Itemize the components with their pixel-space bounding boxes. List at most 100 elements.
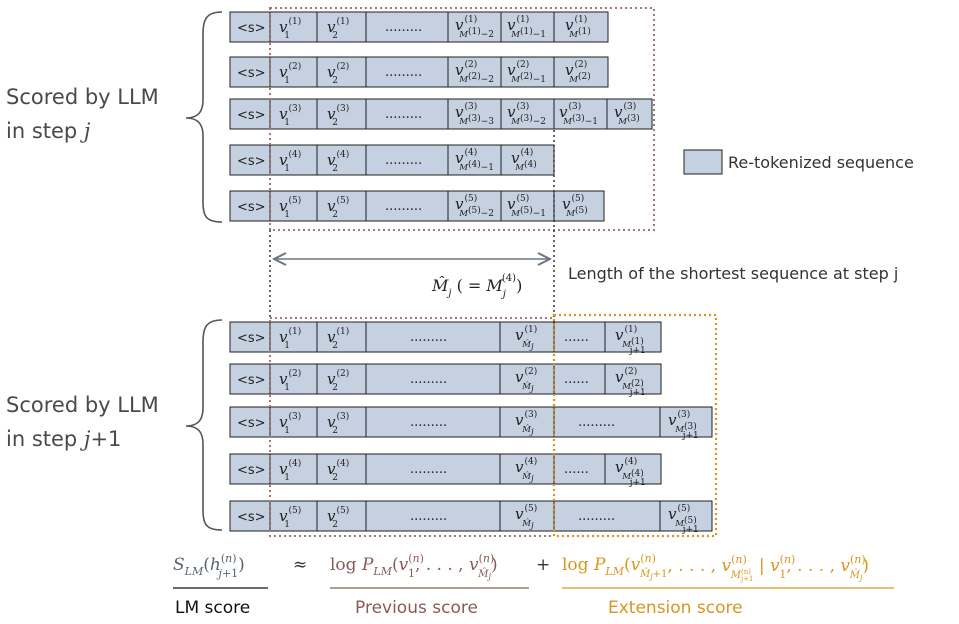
svg-text:v(3)1: v(3)1 <box>279 103 301 128</box>
svg-text:v(2)1: v(2)1 <box>279 368 301 393</box>
extension-score-label: Extension score <box>608 598 743 618</box>
svg-text:v(1)M(1): v(1)M(1) <box>565 14 591 40</box>
svg-text:<s>: <s> <box>237 373 266 388</box>
svg-text:v(2)2: v(2)2 <box>327 368 349 393</box>
svg-text:<s>: <s> <box>237 66 266 81</box>
svg-text:v(2)2: v(2)2 <box>327 61 349 86</box>
svg-text:.........: ......... <box>578 509 615 524</box>
svg-text:v(3)2: v(3)2 <box>327 411 349 436</box>
svg-text:v(1)1: v(1)1 <box>279 16 301 41</box>
svg-text:v(5)1: v(5)1 <box>279 195 301 220</box>
group-label-top-line1: Scored by LLM <box>6 85 159 109</box>
svg-text:......: ...... <box>564 372 589 387</box>
svg-text:.........: ......... <box>410 415 447 430</box>
svg-text:v(1)M̂j: v(1)M̂j <box>515 324 537 352</box>
svg-text:v(3)M̂j: v(3)M̂j <box>515 409 537 437</box>
previous-region-top <box>269 7 655 231</box>
sequence-row: <s> v(4)1 v(4)2 ......... v(4)M̂j ......… <box>229 453 662 488</box>
sequence-row: <s> v(5)1 v(5)2 ......... v(5)M̂j ......… <box>229 500 713 535</box>
svg-text:v(3)2: v(3)2 <box>327 103 349 128</box>
group-label-bottom-line2: in step j+1 <box>6 427 121 451</box>
svg-text:v(5)2: v(5)2 <box>327 505 349 530</box>
previous-score-label: Previous score <box>355 598 478 618</box>
svg-text:v(4)M(4)j+1: v(4)M(4)j+1 <box>615 456 646 488</box>
svg-text:v(1)2: v(1)2 <box>327 16 349 41</box>
sequence-row: <s> v(3)1 v(3)2 ......... v(3)M̂j ......… <box>229 406 713 441</box>
svg-text:v(3)M(3)−3: v(3)M(3)−3 <box>455 101 494 127</box>
plus-sign: + <box>536 555 550 575</box>
svg-text:v(4)2: v(4)2 <box>327 149 349 174</box>
svg-text:v(5)2: v(5)2 <box>327 195 349 220</box>
sequence-row: <s> v(3)1 v(3)2 ......... v(3)M(3)−3 v(3… <box>229 98 653 130</box>
svg-text:v(3)M(3)j+1: v(3)M(3)j+1 <box>668 409 699 441</box>
previous-score-math: log PLM(v(n)1, . . . , v(n)M̂j) <box>330 552 498 581</box>
svg-text:<s>: <s> <box>237 108 266 123</box>
sequence-row: <s> v(5)1 v(5)2 ......... v(5)M(5)−2 v(5… <box>229 190 605 222</box>
svg-text:v(4)M(4)−1: v(4)M(4)−1 <box>455 147 494 173</box>
svg-text:v(4)M̂j: v(4)M̂j <box>515 456 537 484</box>
svg-text:v(2)M(2): v(2)M(2) <box>565 59 591 85</box>
svg-text:......: ...... <box>564 330 589 345</box>
svg-text:v(4)M(4): v(4)M(4) <box>511 147 537 173</box>
svg-text:<s>: <s> <box>237 510 266 525</box>
sequence-row: <s> v(1)1 v(1)2 ......... v(1)M(1)−2 v(1… <box>229 11 609 43</box>
svg-text:v(3)M(3): v(3)M(3) <box>614 101 640 127</box>
svg-text:v(2)M̂j: v(2)M̂j <box>515 366 537 394</box>
svg-text:.........: ......... <box>385 65 422 80</box>
svg-text:v(2)M(2)−2: v(2)M(2)−2 <box>455 59 494 85</box>
svg-text:v(1)M(1)−2: v(1)M(1)−2 <box>455 14 494 40</box>
previous-region-bottom <box>269 317 555 537</box>
lm-score-label: LM score <box>175 598 250 618</box>
svg-text:.........: ......... <box>410 462 447 477</box>
svg-text:v(1)M(1)−1: v(1)M(1)−1 <box>507 14 546 40</box>
svg-text:v(2)1: v(2)1 <box>279 61 301 86</box>
svg-text:.........: ......... <box>385 199 422 214</box>
group-label-bottom-line1: Scored by LLM <box>6 393 159 417</box>
svg-text:v(1)1: v(1)1 <box>279 326 301 351</box>
m-hat-label: M̂j ( = Mj(4)) <box>431 273 522 300</box>
svg-text:<s>: <s> <box>237 21 266 36</box>
svg-text:<s>: <s> <box>237 331 266 346</box>
svg-text:v(4)1: v(4)1 <box>279 458 301 483</box>
svg-text:.........: ......... <box>385 153 422 168</box>
legend-label: Re-tokenized sequence <box>728 153 914 172</box>
svg-text:v(4)2: v(4)2 <box>327 458 349 483</box>
sequence-row: <s> v(4)1 v(4)2 ......... v(4)M(4)−1 v(4… <box>229 144 555 176</box>
approx-sign: ≈ <box>293 555 307 575</box>
group-label-top-line2: in step j <box>6 119 91 143</box>
extension-region <box>552 313 718 538</box>
lm-score-math: SLM(h(n)j+1) <box>173 552 245 580</box>
svg-text:v(1)M(1)j+1: v(1)M(1)j+1 <box>615 324 646 356</box>
legend: Re-tokenized sequence <box>683 149 914 175</box>
svg-text:v(5)M̂j: v(5)M̂j <box>515 503 537 531</box>
svg-text:v(3)1: v(3)1 <box>279 411 301 436</box>
extension-score-math: log PLM(v(n)M̂j+1, . . . , v(n)M(n)j+1 |… <box>562 552 869 583</box>
svg-text:v(5)M(5)j+1: v(5)M(5)j+1 <box>668 503 699 535</box>
svg-text:v(4)1: v(4)1 <box>279 149 301 174</box>
svg-text:.........: ......... <box>385 107 422 122</box>
svg-text:<s>: <s> <box>237 416 266 431</box>
brace-bottom <box>185 319 223 531</box>
svg-text:<s>: <s> <box>237 154 266 169</box>
svg-text:v(2)M(2)j+1: v(2)M(2)j+1 <box>615 366 646 398</box>
legend-swatch <box>683 149 723 175</box>
sequence-row: <s> v(2)1 v(2)2 ......... v(2)M̂j ......… <box>229 363 662 398</box>
svg-text:v(5)M(5): v(5)M(5) <box>562 193 588 219</box>
sequence-row: <s> v(1)1 v(1)2 ......... v(1)M̂j ......… <box>229 321 662 356</box>
svg-text:v(2)M(2)−1: v(2)M(2)−1 <box>507 59 546 85</box>
shortest-caption: Length of the shortest sequence at step … <box>568 264 898 283</box>
shortest-length-annotation: M̂j ( = Mj(4)) Length of the shortest se… <box>269 130 898 322</box>
svg-text:v(1)2: v(1)2 <box>327 326 349 351</box>
lm-score-formula: SLM(h(n)j+1) LM score ≈ log PLM(v(n)1, .… <box>173 552 894 618</box>
svg-text:<s>: <s> <box>237 200 266 215</box>
svg-text:<s>: <s> <box>237 463 266 478</box>
svg-text:.........: ......... <box>410 330 447 345</box>
svg-text:v(5)1: v(5)1 <box>279 505 301 530</box>
group-step-j-plus-1: Scored by LLM in step j+1 <s> v(1)1 v(1)… <box>6 313 718 538</box>
group-step-j: Scored by LLM in step j <s> v(1)1 v(1)2 … <box>6 7 655 231</box>
svg-text:v(5)M(5)−2: v(5)M(5)−2 <box>455 193 494 219</box>
brace-top <box>185 11 223 223</box>
svg-text:......: ...... <box>564 462 589 477</box>
sequence-row: <s> v(2)1 v(2)2 ......... v(2)M(2)−2 v(2… <box>229 56 609 88</box>
